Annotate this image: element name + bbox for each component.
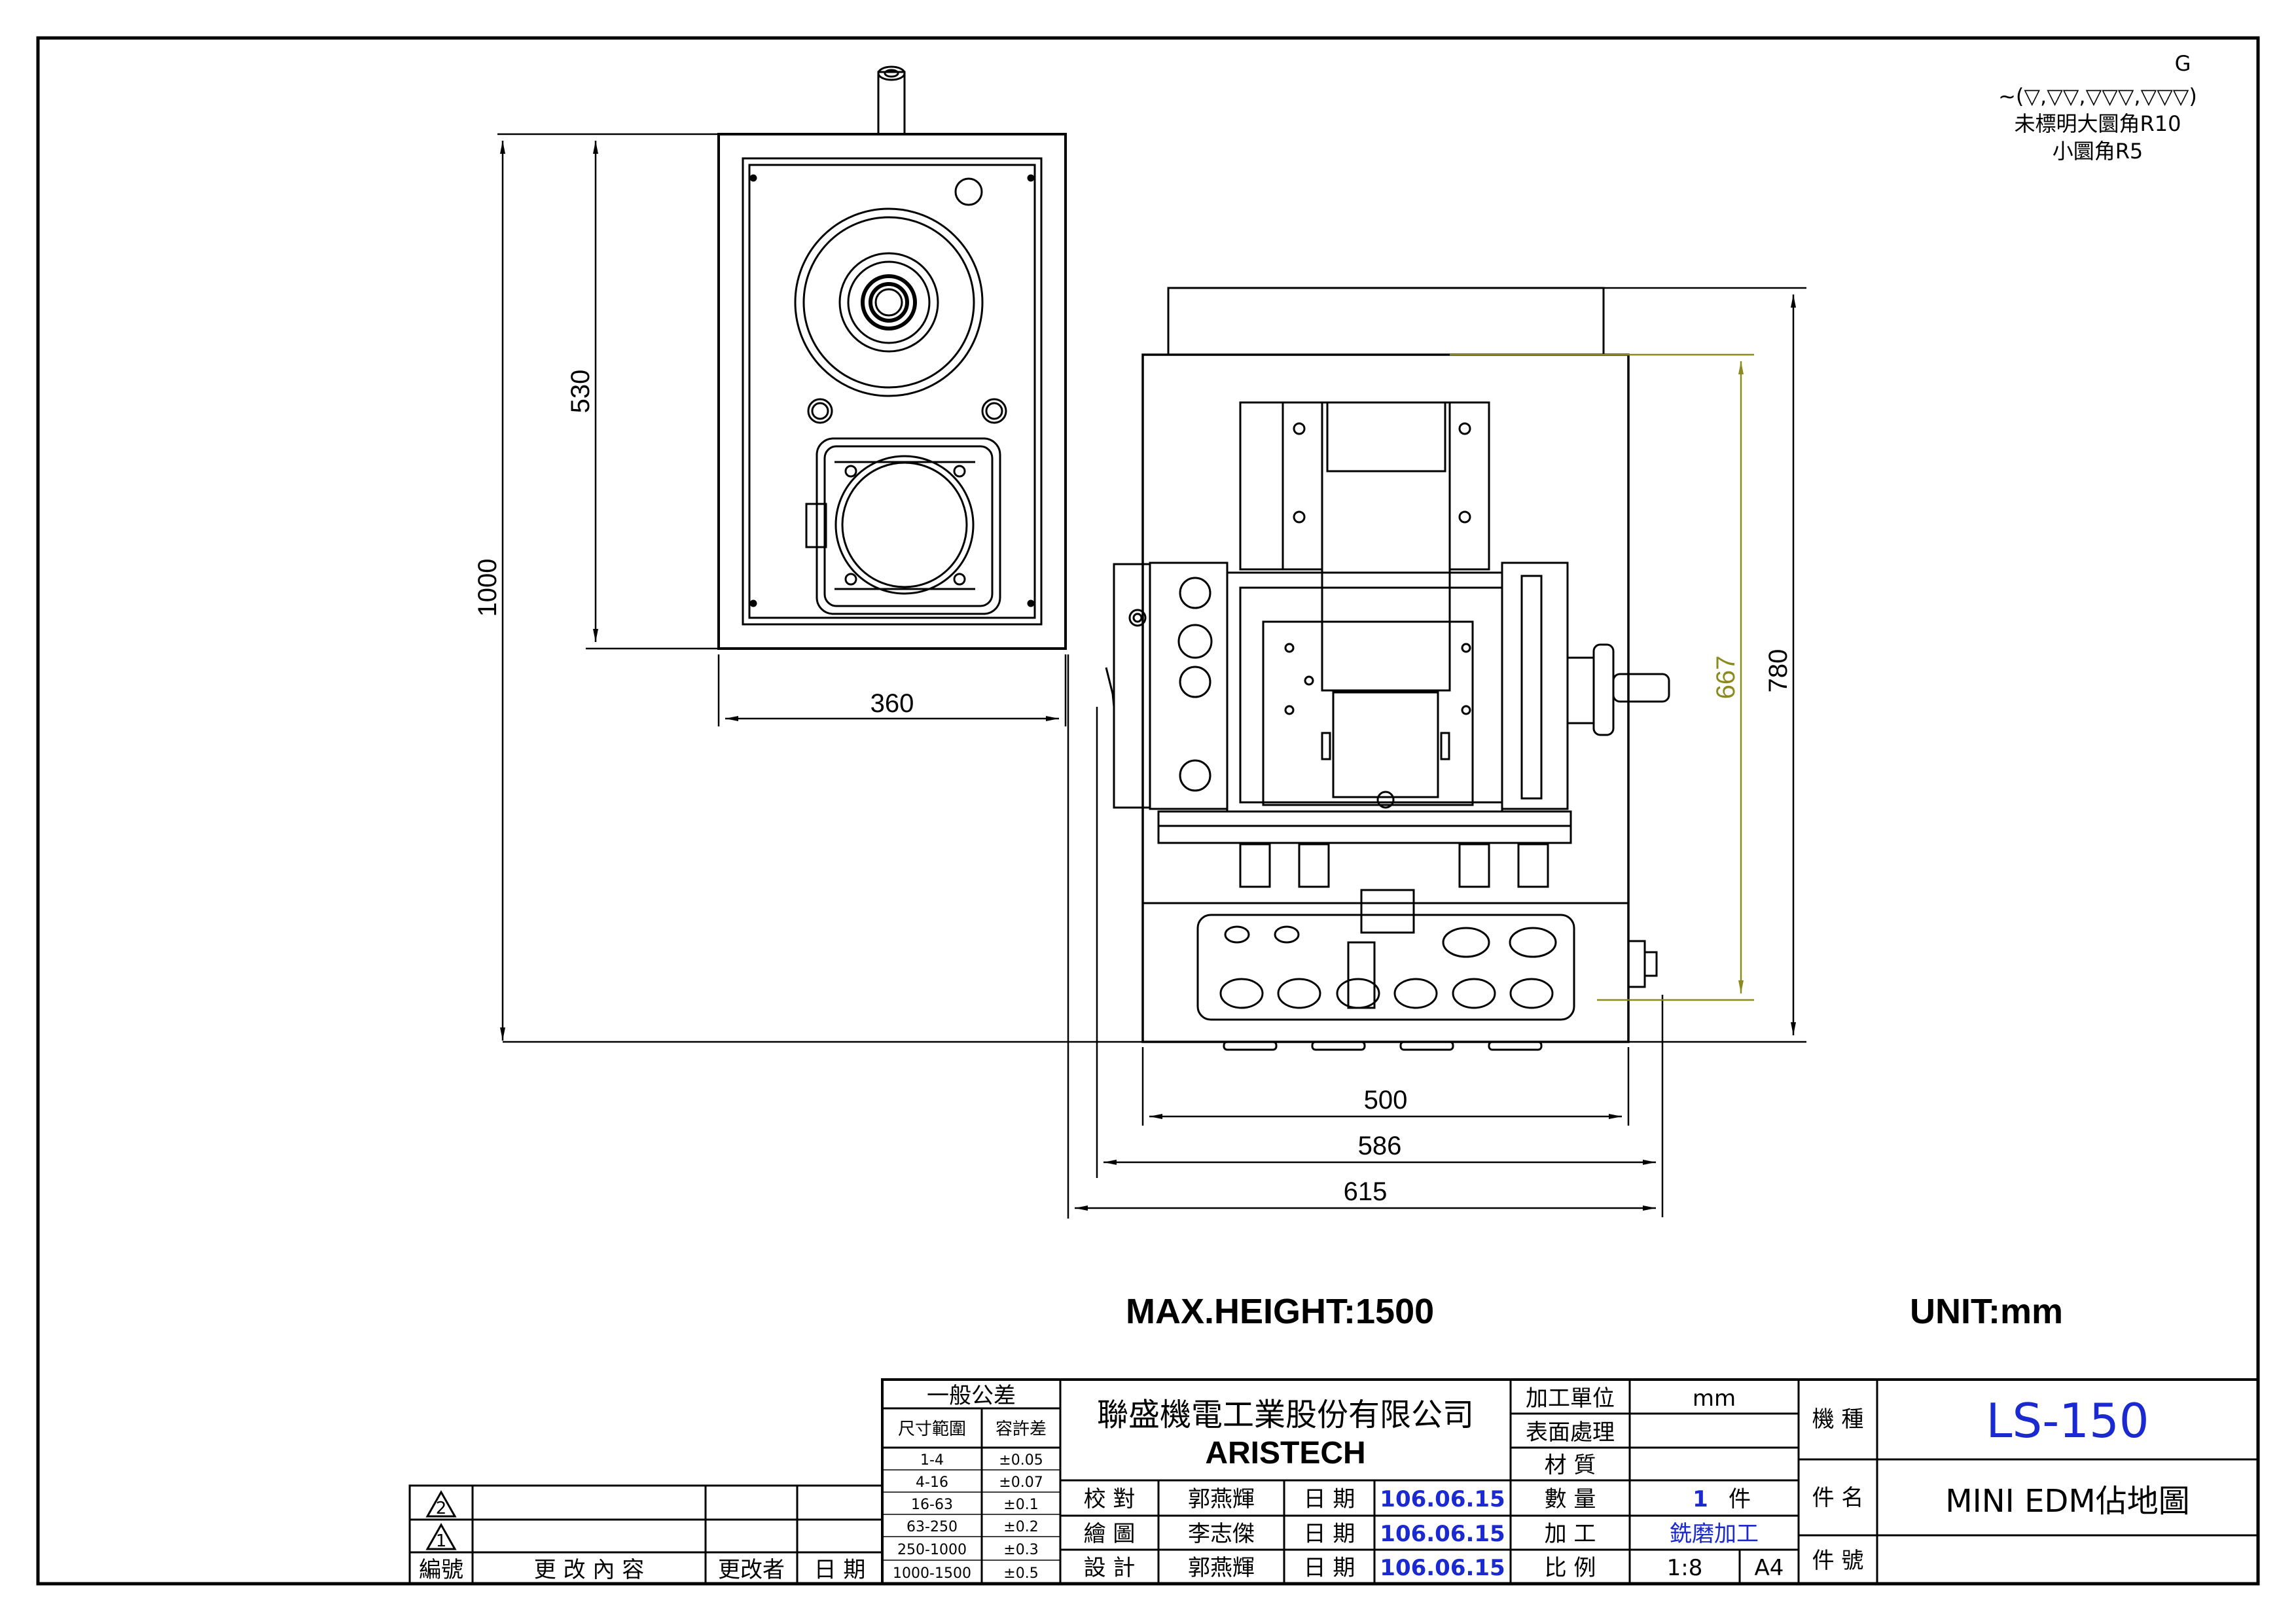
date-label: 日 期 xyxy=(1304,1521,1355,1547)
rev-mark-2: 2 xyxy=(436,1499,447,1518)
draw-date: 106.06.15 xyxy=(1380,1521,1505,1547)
dim-615: 615 xyxy=(1344,1177,1388,1206)
tol-col-range: 尺寸範圍 xyxy=(898,1419,966,1439)
dim-780: 780 xyxy=(1764,649,1793,693)
machine-type-value: LS-150 xyxy=(1986,1393,2149,1448)
qty-label: 數 量 xyxy=(1545,1486,1596,1512)
dim-360: 360 xyxy=(870,689,914,718)
draw-name: 李志傑 xyxy=(1188,1521,1255,1547)
design-name: 郭燕輝 xyxy=(1188,1555,1255,1581)
draw-label: 繪 圖 xyxy=(1084,1521,1136,1547)
date-label: 日 期 xyxy=(1304,1486,1355,1512)
tolerance-title: 一般公差 xyxy=(927,1383,1016,1409)
check-name: 郭燕輝 xyxy=(1188,1486,1255,1512)
surface-symbols: ~(▽,▽▽,▽▽▽,▽▽▽) xyxy=(1998,84,2197,109)
dim-1000: 1000 xyxy=(473,559,502,617)
rev-mark-1: 1 xyxy=(436,1531,447,1551)
surface-grade: G xyxy=(2175,51,2191,76)
material-label: 材 質 xyxy=(1545,1452,1596,1478)
process-label: 加 工 xyxy=(1545,1521,1596,1547)
top-view-dimensions xyxy=(497,133,1067,1041)
tol-range: 1000-1500 xyxy=(893,1565,971,1582)
tol-range: 16-63 xyxy=(911,1497,953,1513)
front-view xyxy=(1105,287,1670,1051)
qty-value: 1 xyxy=(1693,1486,1708,1512)
tol-value: ±0.07 xyxy=(999,1474,1043,1491)
paper-size: A4 xyxy=(1755,1555,1784,1581)
design-date: 106.06.15 xyxy=(1380,1555,1505,1581)
rev-content-label: 更 改 內 容 xyxy=(534,1557,644,1583)
tol-value: ±0.5 xyxy=(1003,1565,1038,1582)
max-height-note: MAX.HEIGHT:1500 xyxy=(1126,1292,1434,1331)
part-no-label: 件 號 xyxy=(1812,1548,1864,1574)
machine-type-label: 機 種 xyxy=(1812,1406,1864,1433)
tol-value: ±0.2 xyxy=(1003,1519,1038,1535)
design-label: 設 計 xyxy=(1084,1555,1136,1581)
process-value: 銑磨加工 xyxy=(1670,1521,1759,1547)
top-view xyxy=(717,65,1067,650)
dim-667-lines xyxy=(1450,353,1754,1001)
rev-by-label: 更改者 xyxy=(718,1557,785,1583)
date-label: 日 期 xyxy=(1304,1555,1355,1581)
fillet-note-large: 未標明大圜角R10 xyxy=(2015,111,2181,136)
scale-value: 1:8 xyxy=(1667,1555,1703,1581)
fillet-note-small: 小圜角R5 xyxy=(2053,139,2144,164)
qty-unit: 件 xyxy=(1729,1486,1751,1512)
surface-label: 表面處理 xyxy=(1526,1419,1615,1446)
dim-667: 667 xyxy=(1712,656,1740,700)
tol-range: 4-16 xyxy=(916,1474,948,1491)
check-date: 106.06.15 xyxy=(1380,1486,1505,1512)
part-name-value: MINI EDM佔地圖 xyxy=(1945,1483,2190,1520)
dim-586: 586 xyxy=(1358,1132,1402,1160)
dim-530: 530 xyxy=(566,370,595,414)
tol-range: 63-250 xyxy=(906,1519,958,1535)
proc-unit-value: mm xyxy=(1693,1385,1736,1412)
tol-value: ±0.3 xyxy=(1003,1542,1038,1558)
dim-500: 500 xyxy=(1364,1086,1408,1115)
tol-range: 1-4 xyxy=(920,1452,944,1469)
tol-value: ±0.1 xyxy=(1003,1497,1038,1513)
title-block xyxy=(408,1378,2259,1585)
surface-finish-note: G ~(▽,▽▽,▽▽▽,▽▽▽) 未標明大圜角R10 小圜角R5 xyxy=(1998,51,2197,164)
tol-value: ±0.05 xyxy=(999,1452,1043,1469)
company-name-cn: 聯盛機電工業股份有限公司 xyxy=(1097,1397,1474,1433)
tolerance-rows: 1-4 ±0.05 4-16 ±0.07 16-63 ±0.1 63-250 ±… xyxy=(893,1452,1043,1582)
scale-label: 比 例 xyxy=(1545,1555,1596,1581)
rev-no-label: 編號 xyxy=(419,1557,463,1583)
part-name-label: 件 名 xyxy=(1812,1485,1864,1511)
tol-range: 250-1000 xyxy=(897,1542,967,1558)
proc-unit-label: 加工單位 xyxy=(1526,1385,1615,1412)
tol-col-tol: 容許差 xyxy=(996,1419,1047,1439)
front-view-dimensions xyxy=(503,287,1806,1219)
check-label: 校 對 xyxy=(1084,1486,1136,1512)
sheet-border xyxy=(36,36,2260,1586)
company-name-en: ARISTECH xyxy=(1205,1436,1365,1471)
unit-note: UNIT:mm xyxy=(1910,1292,2063,1331)
rev-date-label: 日 期 xyxy=(814,1557,866,1583)
